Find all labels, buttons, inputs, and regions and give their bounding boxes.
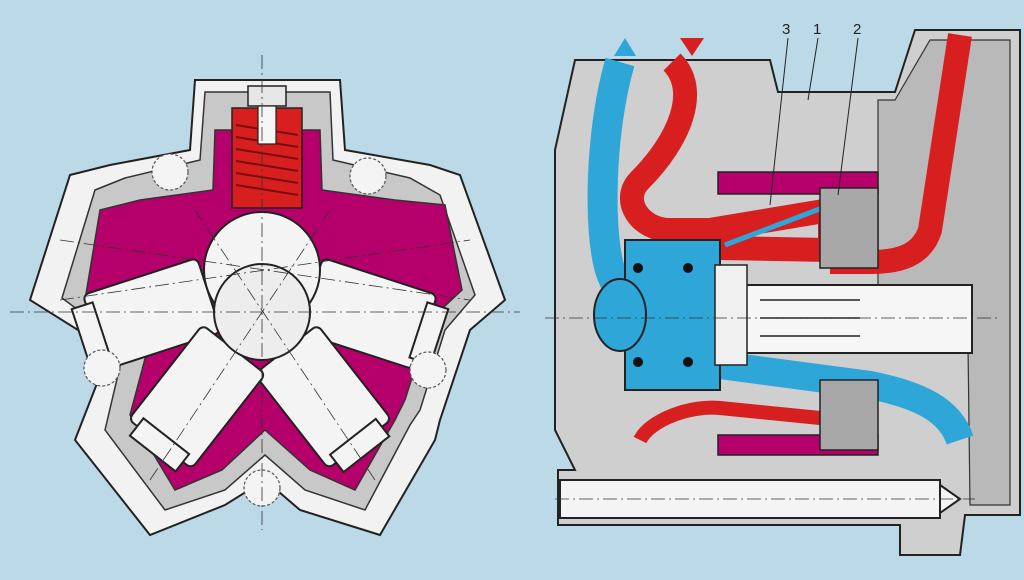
callout-label-1: 1	[813, 21, 821, 38]
centre-lines	[10, 55, 520, 530]
longitudinal-section-view: 3 1 2	[545, 21, 1021, 556]
callout-label-2: 2	[853, 21, 861, 38]
callout-leaders	[769, 37, 859, 206]
reaction-block-upper	[819, 187, 879, 269]
distributor-seals	[633, 263, 693, 367]
valve-top-cap	[247, 85, 287, 107]
pressure-line-lower	[633, 400, 821, 444]
callout-label-3: 3	[782, 21, 790, 38]
piston-lower-left	[255, 326, 391, 474]
piston-lower-right	[128, 326, 265, 473]
red-triangle-down-icon	[680, 38, 704, 56]
output-shaft	[739, 284, 973, 354]
pressure-line-upper	[620, 53, 842, 262]
reaction-block-lower	[819, 379, 879, 451]
mounting-bosses	[83, 153, 447, 507]
pistons	[70, 258, 450, 474]
return-feed-thin	[724, 202, 831, 248]
distributor-hub	[714, 264, 748, 366]
piston-left	[70, 258, 221, 369]
distributor-dome	[593, 278, 647, 352]
blue-triangle-up-icon	[614, 38, 636, 56]
valve-stem	[257, 105, 277, 145]
radial-section-view	[10, 55, 520, 537]
